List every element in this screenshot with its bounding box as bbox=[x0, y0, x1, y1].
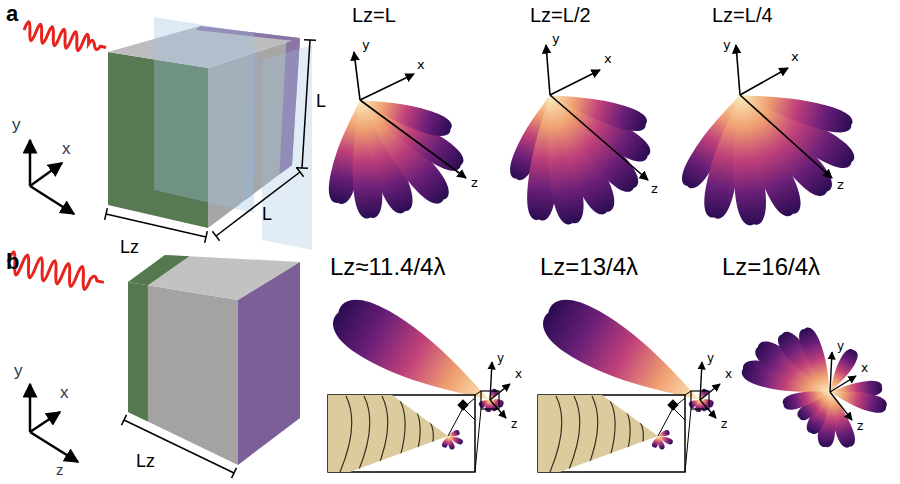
axis-label: z bbox=[720, 418, 728, 430]
axis-label: z bbox=[856, 420, 864, 432]
axis-label: z bbox=[470, 176, 479, 189]
axis-label: y bbox=[551, 32, 561, 45]
axis-triad bbox=[736, 45, 832, 178]
dimension-label: L bbox=[262, 205, 272, 225]
dimension-label: L bbox=[316, 92, 326, 112]
axis-triad bbox=[354, 52, 466, 178]
axis-label: y bbox=[12, 116, 21, 135]
axis-triad bbox=[30, 384, 78, 462]
radiation-pattern bbox=[324, 289, 510, 480]
plot-title: Lz=13/4λ bbox=[540, 254, 638, 280]
plot-title: Lz=L/4 bbox=[712, 4, 773, 26]
axis-label: z bbox=[650, 182, 659, 195]
dimension-line bbox=[124, 420, 234, 473]
axis-label: y bbox=[706, 352, 715, 364]
radiation-pattern bbox=[506, 84, 656, 227]
radiation-pattern bbox=[676, 83, 859, 227]
axis-label: z bbox=[510, 418, 518, 430]
light-wave bbox=[6, 251, 106, 293]
plot-title: Lz=L bbox=[352, 4, 396, 26]
plot-title: Lz≈11.4/4λ bbox=[330, 254, 445, 280]
radiation-pattern bbox=[534, 289, 720, 480]
plot-title: Lz=L/2 bbox=[530, 4, 591, 26]
axis-label: x bbox=[62, 140, 71, 159]
panel-letter: a bbox=[6, 2, 18, 26]
axis-triad bbox=[30, 140, 74, 214]
radiation-pattern bbox=[325, 89, 468, 220]
axis-label: x bbox=[603, 52, 613, 65]
axis-label: x bbox=[790, 50, 800, 63]
axis-label: x bbox=[60, 384, 69, 403]
dimension-label: Lz bbox=[136, 452, 155, 472]
light-wave bbox=[22, 21, 108, 56]
axis-label: x bbox=[724, 368, 733, 380]
dimension-line bbox=[106, 40, 310, 237]
axis-label: x bbox=[514, 368, 523, 380]
axis-triad bbox=[546, 45, 648, 180]
axis-label: y bbox=[14, 362, 23, 381]
axis-label: y bbox=[836, 340, 845, 352]
axis-label: y bbox=[496, 352, 505, 364]
axis-triad bbox=[830, 352, 856, 420]
radiation-pattern bbox=[739, 325, 888, 450]
axis-label: y bbox=[361, 38, 371, 51]
axis-label: z bbox=[836, 178, 845, 191]
axis-label: x bbox=[416, 58, 426, 71]
axis-label: y bbox=[722, 38, 732, 51]
panel-letter: b bbox=[6, 250, 19, 274]
axis-label: z bbox=[56, 462, 64, 479]
sample-cube bbox=[108, 17, 312, 250]
axis-label: x bbox=[860, 362, 869, 374]
plot-title: Lz=16/4λ bbox=[722, 254, 820, 280]
dimension-label: Lz bbox=[120, 238, 139, 258]
sample-cube bbox=[128, 255, 300, 465]
